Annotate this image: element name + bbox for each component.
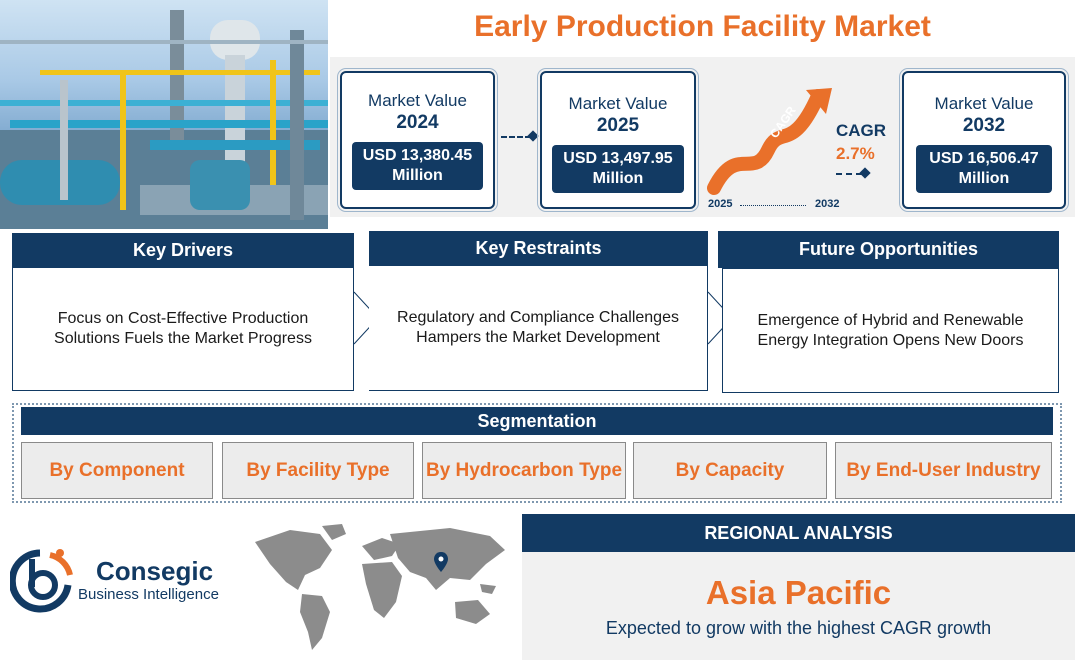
- market-value-year: 2032: [962, 115, 1006, 136]
- market-value-label: Market Value: [368, 91, 467, 110]
- segment-by-component: By Component: [21, 442, 213, 499]
- key-drivers-text: Focus on Cost-Effective Production Solut…: [12, 267, 354, 391]
- consegic-logo-icon: [10, 549, 73, 613]
- world-map-icon: [255, 524, 505, 650]
- segmentation-heading: Segmentation: [21, 407, 1053, 435]
- market-value-card-2025: Market Value 2025 USD 13,497.95 Million: [537, 68, 699, 212]
- cagr-timeline-line: [740, 205, 806, 206]
- regional-analysis-heading: REGIONAL ANALYSIS: [522, 514, 1075, 552]
- segment-by-hydrocarbon-type: By Hydrocarbon Type: [422, 442, 626, 499]
- market-value-card-2032: Market Value 2032 USD 16,506.47 Million: [899, 68, 1069, 212]
- connector-line: [836, 173, 862, 175]
- market-value-label: Market Value: [568, 94, 668, 113]
- regional-analysis-panel: [522, 552, 1075, 660]
- connector-line: [501, 136, 531, 138]
- key-restraints-text: Regulatory and Compliance Challenges Ham…: [369, 265, 708, 391]
- cagr-value: 2.7%: [836, 144, 875, 163]
- logo-tagline: Business Intelligence: [78, 586, 219, 603]
- region-name: Asia Pacific: [705, 574, 892, 611]
- market-value-card-2024: Market Value 2024 USD 13,380.45 Million: [337, 68, 498, 212]
- segment-by-capacity: By Capacity: [633, 442, 827, 499]
- cagr-start-year: 2025: [708, 198, 733, 210]
- page-title: Early Production Facility Market: [474, 10, 931, 43]
- cagr-growth-arrow-icon: CAGR: [707, 88, 832, 195]
- cagr-end-year: 2032: [815, 198, 840, 210]
- market-value-year: 2025: [596, 115, 640, 136]
- key-drivers-heading: Key Drivers: [12, 233, 354, 267]
- key-restraints-heading: Key Restraints: [369, 231, 708, 265]
- segment-by-end-user-industry: By End-User Industry: [835, 442, 1052, 499]
- region-note: Expected to grow with the highest CAGR g…: [605, 618, 992, 638]
- market-value-label: Market Value: [934, 94, 1034, 113]
- market-value-amount: USD 13,497.95 Million: [552, 145, 684, 193]
- location-pin-icon: [434, 552, 448, 572]
- market-value-year: 2024: [396, 112, 439, 133]
- refinery-photo: [0, 0, 328, 229]
- market-value-amount: USD 16,506.47 Million: [916, 145, 1052, 193]
- future-opportunities-text: Emergence of Hybrid and Renewable Energy…: [722, 268, 1059, 393]
- logo-name: Consegic: [96, 556, 214, 586]
- market-value-amount: USD 13,380.45 Million: [352, 142, 483, 190]
- cagr-label: CAGR: [836, 121, 887, 140]
- segment-by-facility-type: By Facility Type: [222, 442, 414, 499]
- segmentation-frame: [12, 403, 1062, 503]
- future-opportunities-heading: Future Opportunities: [718, 231, 1059, 268]
